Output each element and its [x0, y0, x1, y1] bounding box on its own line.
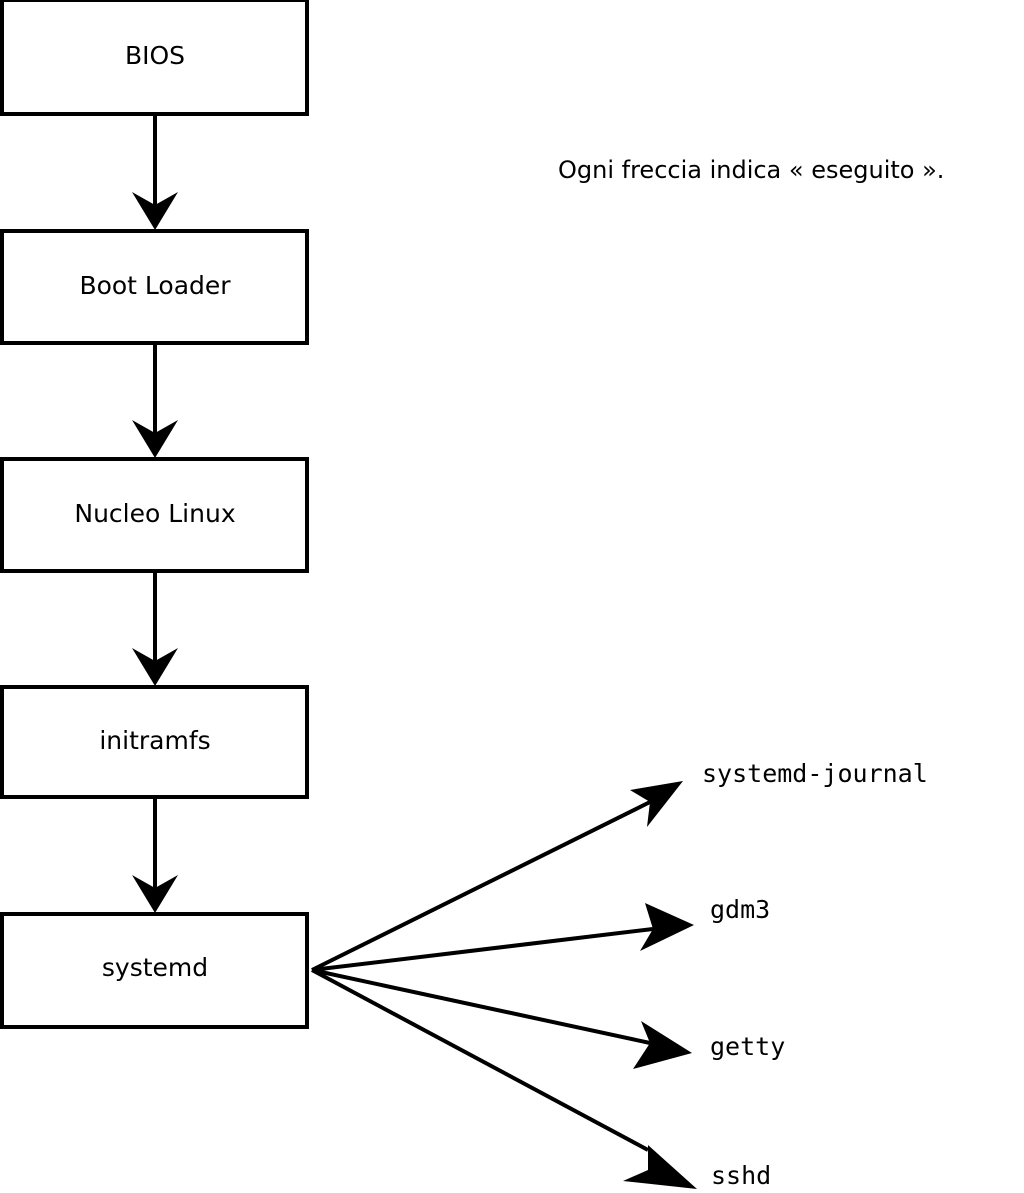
node-kernel-label: Nucleo Linux: [74, 499, 235, 528]
arrow-head: [623, 1145, 697, 1189]
arrow-systemd-to-systemd-journal: [311, 781, 683, 972]
arrow-head: [640, 903, 694, 951]
arrow-head: [132, 192, 178, 230]
node-kernel: Nucleo Linux: [0, 457, 309, 573]
chain-arrows-group: [132, 115, 178, 913]
node-bootloader: Boot Loader: [0, 229, 309, 345]
node-bios-rect: [0, 0, 309, 116]
node-bios: BIOS: [0, 0, 309, 116]
arrow-bios-to-bootloader: [132, 115, 178, 230]
node-systemd-rect: [0, 912, 309, 1029]
arrow-head: [633, 1021, 692, 1069]
arrow-initramfs-to-systemd: [132, 799, 178, 913]
arrow-head: [132, 875, 178, 913]
arrow-shaft: [311, 968, 651, 1045]
service-label-getty: getty: [710, 1032, 785, 1061]
node-systemd-label: systemd: [102, 953, 208, 982]
service-arrows-group: [311, 781, 697, 1189]
service-labels-group: systemd-journal gdm3 getty sshd: [702, 759, 928, 1190]
boot-chain-group: BIOS Boot Loader Nucleo Linux initramfs …: [0, 0, 309, 1029]
arrow-head: [630, 781, 683, 827]
node-systemd: systemd: [0, 912, 309, 1029]
legend-note: Ogni freccia indica « eseguito ».: [558, 156, 944, 184]
node-kernel-rect: [0, 457, 309, 573]
arrow-shaft: [311, 927, 654, 972]
arrow-kernel-to-initramfs: [132, 573, 178, 686]
service-label-gdm3: gdm3: [710, 895, 770, 924]
node-bootloader-rect: [0, 229, 309, 345]
arrow-bootloader-to-kernel: [132, 345, 178, 458]
arrow-shaft: [311, 968, 649, 1152]
arrow-systemd-to-gdm3: [311, 903, 694, 972]
node-initramfs-rect: [0, 685, 309, 799]
arrow-shaft: [311, 800, 651, 972]
arrow-head: [132, 420, 178, 458]
arrow-systemd-to-getty: [311, 968, 692, 1069]
arrow-head: [132, 648, 178, 686]
node-initramfs: initramfs: [0, 685, 309, 799]
node-initramfs-label: initramfs: [99, 726, 210, 755]
node-bootloader-label: Boot Loader: [79, 271, 231, 300]
node-bios-label: BIOS: [125, 41, 185, 70]
arrow-systemd-to-sshd: [311, 968, 697, 1189]
service-label-systemd-journal: systemd-journal: [702, 759, 928, 788]
service-label-sshd: sshd: [711, 1161, 771, 1190]
